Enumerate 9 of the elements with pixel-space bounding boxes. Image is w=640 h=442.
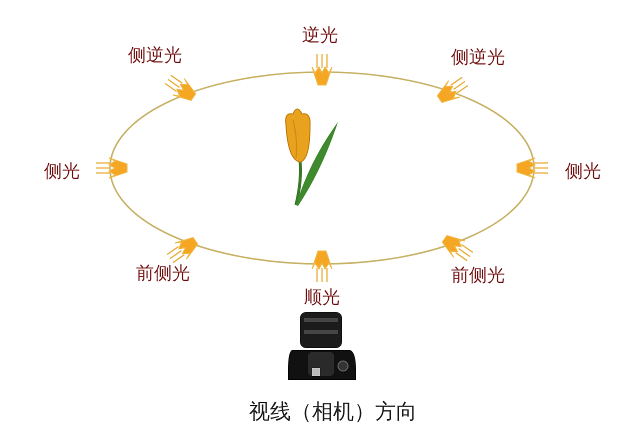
light-label: 顺光: [304, 289, 340, 307]
light-label: 逆光: [302, 27, 338, 45]
light-label: 前侧光: [136, 265, 190, 283]
light-label: 侧逆光: [451, 49, 505, 67]
light-label: 侧光: [565, 163, 601, 181]
light-label: 侧光: [44, 163, 80, 181]
light-label: 侧逆光: [128, 47, 182, 65]
caption: 视线（相机）方向: [249, 402, 417, 422]
light-label: 前侧光: [451, 267, 505, 285]
